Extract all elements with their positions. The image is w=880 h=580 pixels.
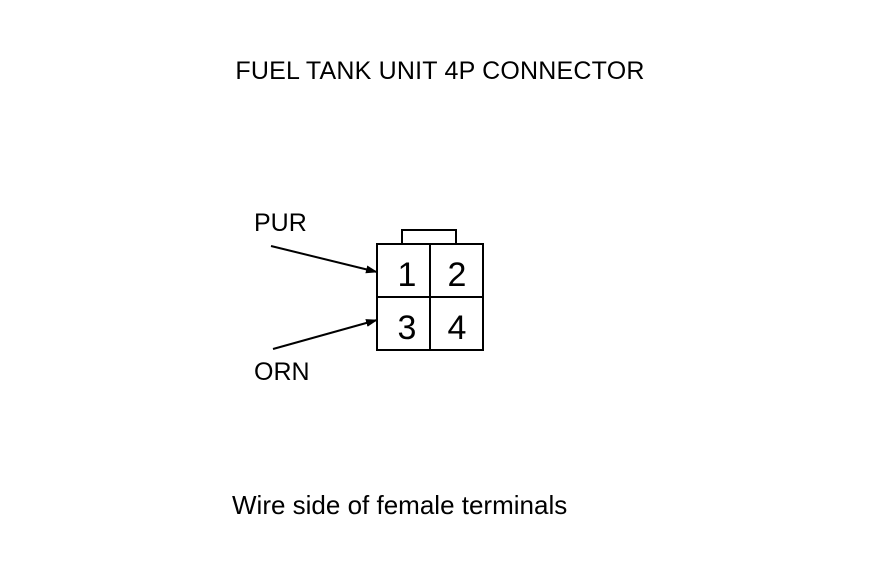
pin-4-number: 4 — [448, 309, 467, 347]
pin-3-number: 3 — [398, 309, 417, 347]
pin-1-number: 1 — [398, 256, 417, 294]
connector-lock-tab — [401, 229, 457, 244]
diagram-caption: Wire side of female terminals — [232, 490, 568, 520]
pin-2-number: 2 — [448, 256, 467, 294]
orn-wire-arrow — [272, 319, 378, 350]
wire-label-pur: PUR — [254, 209, 307, 237]
pur-wire-arrow — [270, 245, 378, 274]
diagram-title: FUEL TANK UNIT 4P CONNECTOR — [235, 57, 645, 85]
wire-label-orn: ORN — [254, 358, 310, 386]
